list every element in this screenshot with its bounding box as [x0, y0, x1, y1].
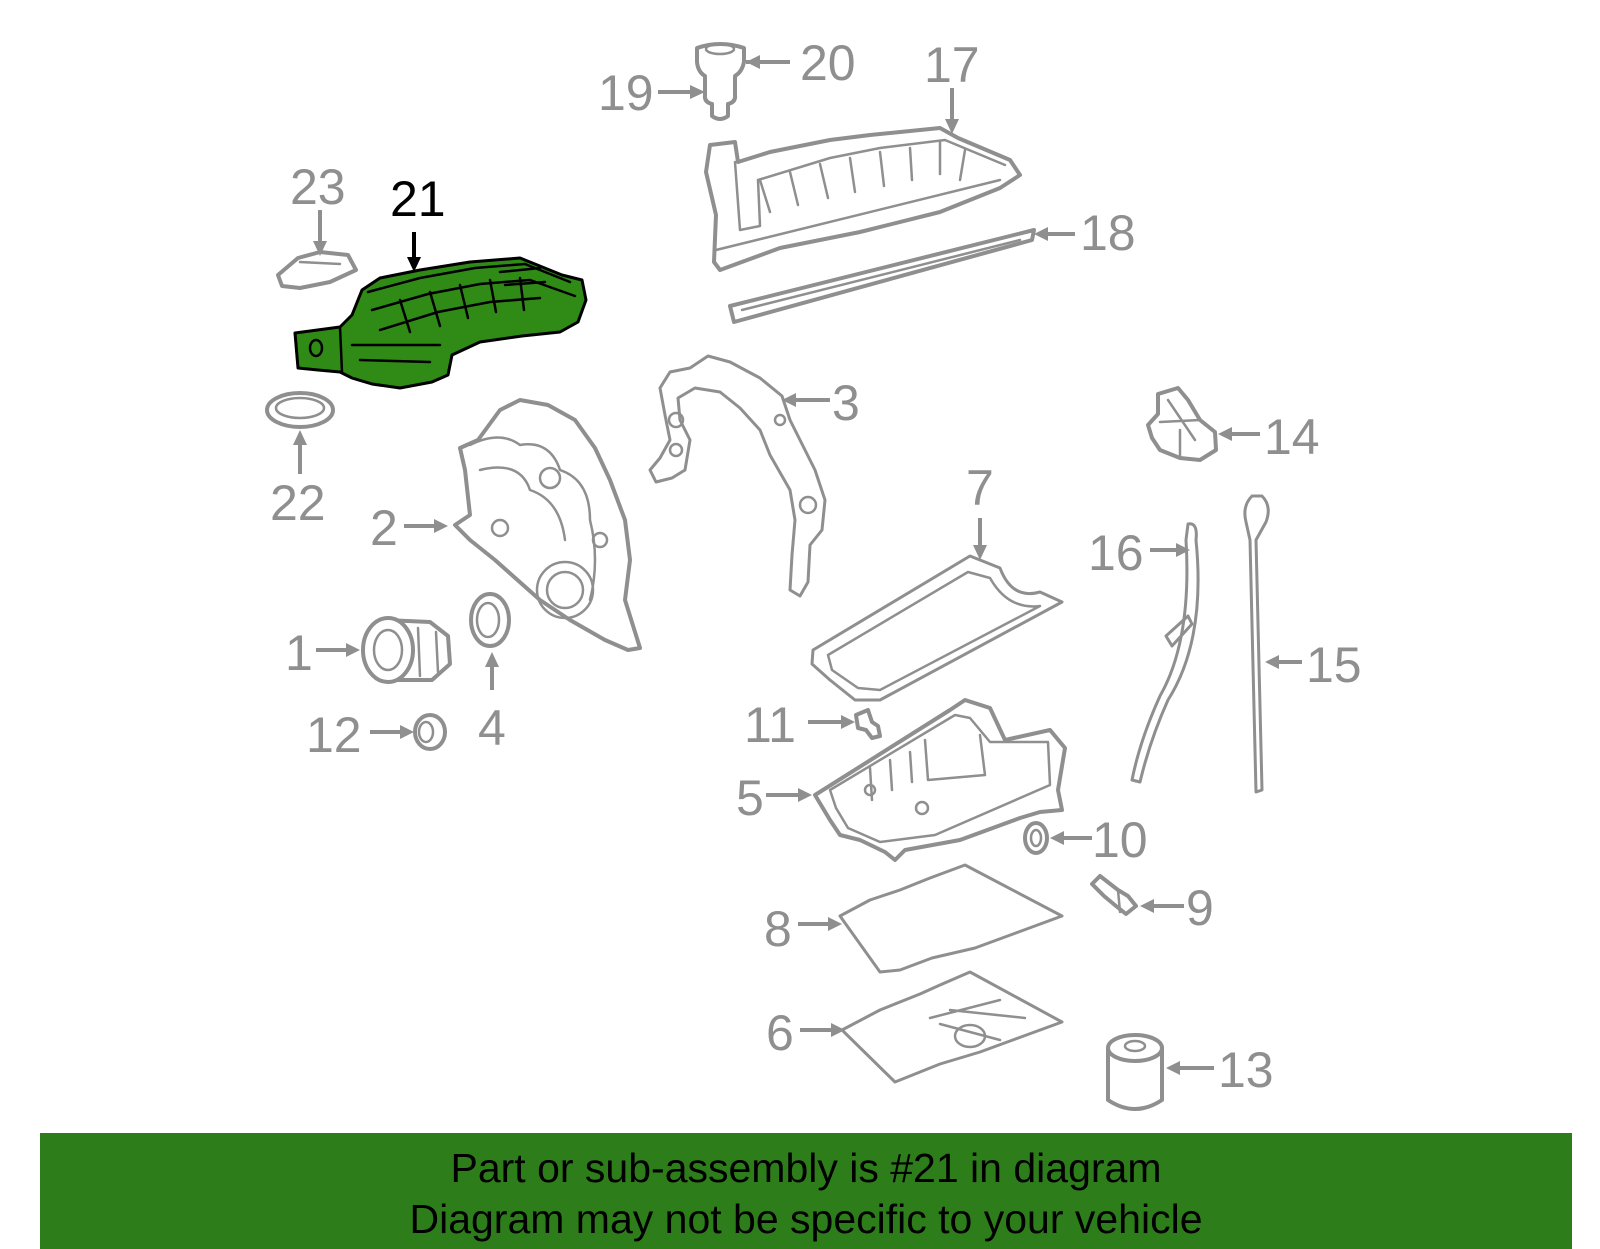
- part-13-oil-filter: [1106, 1033, 1164, 1111]
- part-2-timing-cover: [453, 398, 642, 652]
- part-8-gasket: [838, 863, 1064, 974]
- part-4-seal: [469, 592, 511, 648]
- label-23: 23: [290, 159, 346, 215]
- label-7: 7: [966, 460, 994, 516]
- label-10: 10: [1092, 812, 1148, 868]
- part-11-bolt: [854, 708, 882, 740]
- part-1-balancer: [361, 616, 452, 684]
- label-17: 17: [924, 37, 980, 93]
- label-18: 18: [1080, 205, 1136, 261]
- label-19: 19: [598, 65, 654, 121]
- label-9: 9: [1186, 880, 1214, 936]
- part-12-cap: [413, 713, 447, 751]
- part-14-bracket: [1146, 386, 1218, 462]
- part-9-drain-plug: [1090, 874, 1138, 916]
- banner-line-2: Diagram may not be specific to your vehi…: [409, 1196, 1203, 1242]
- part-22-seal: [265, 391, 335, 429]
- part-16-dipstick-tube: [1130, 522, 1200, 784]
- info-banner: Part or sub-assembly is #21 in diagram D…: [40, 1133, 1572, 1249]
- label-5: 5: [736, 770, 764, 826]
- label-2: 2: [370, 500, 398, 556]
- label-15: 15: [1306, 637, 1362, 693]
- label-20: 20: [800, 35, 856, 91]
- label-16: 16: [1088, 525, 1144, 581]
- part-6-windage-tray: [840, 970, 1064, 1084]
- label-14: 14: [1264, 409, 1320, 465]
- label-11: 11: [744, 697, 796, 753]
- part-3-gasket: [648, 354, 827, 598]
- label-1: 1: [285, 625, 313, 681]
- label-3: 3: [832, 375, 860, 431]
- label-22: 22: [270, 475, 326, 531]
- label-8: 8: [764, 901, 792, 957]
- label-13: 13: [1218, 1042, 1274, 1098]
- part-21-highlighted: [293, 256, 588, 390]
- label-6: 6: [766, 1005, 794, 1061]
- label-21: 21: [390, 171, 446, 227]
- part-15-dipstick: [1243, 494, 1270, 794]
- part-10-drain-seal: [1023, 821, 1049, 855]
- part-7-oil-pan-gasket: [810, 554, 1064, 702]
- part-23-bracket: [276, 250, 358, 290]
- label-4: 4: [478, 700, 506, 756]
- label-12: 12: [306, 707, 362, 763]
- part-5-oil-pan: [813, 698, 1067, 862]
- part-17-valve-cover: [704, 126, 1022, 272]
- banner-line-1: Part or sub-assembly is #21 in diagram: [450, 1145, 1162, 1191]
- part-20-cap: [695, 42, 746, 121]
- part-18-valve-cover-gasket: [728, 228, 1036, 324]
